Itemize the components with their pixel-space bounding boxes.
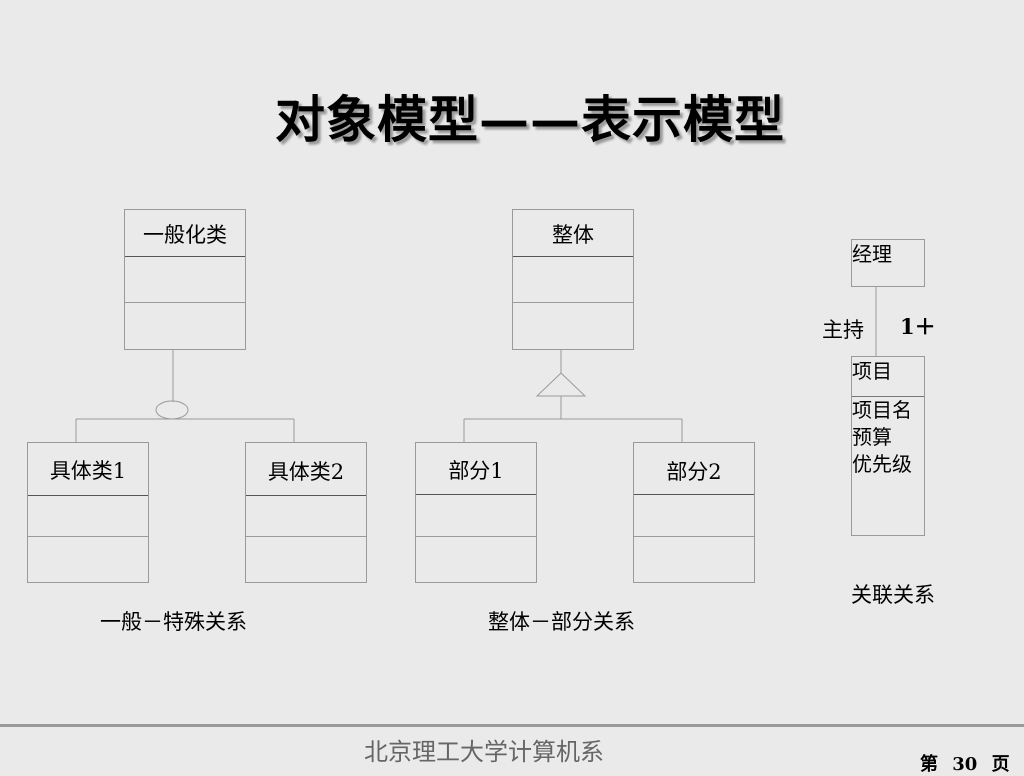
compartment-divider xyxy=(28,536,148,537)
class-name: 具体类2 xyxy=(246,443,366,496)
attribute-item: 优先级 xyxy=(852,452,912,476)
page-number: 30 xyxy=(952,754,978,775)
class-name: 经理 xyxy=(852,242,892,266)
class-box-part-1: 部分1 xyxy=(415,442,537,583)
class-name: 整体 xyxy=(513,210,633,257)
compartment-divider xyxy=(125,302,245,303)
compartment-divider xyxy=(416,536,536,537)
class-box-general: 一般化类 xyxy=(124,209,246,350)
compartment-divider xyxy=(246,536,366,537)
class-name: 项目 xyxy=(852,359,892,383)
class-name: 部分1 xyxy=(416,443,536,495)
class-box-concrete-2: 具体类2 xyxy=(245,442,367,583)
attribute-item: 预算 xyxy=(852,425,892,449)
caption-aggregation: 整体－部分关系 xyxy=(488,610,635,634)
class-name: 具体类1 xyxy=(28,443,148,496)
attribute-item: 项目名 xyxy=(852,398,912,422)
footer-divider xyxy=(0,724,1024,727)
class-name: 一般化类 xyxy=(125,210,245,257)
compartment-divider xyxy=(513,302,633,303)
class-box-part-2: 部分2 xyxy=(633,442,755,583)
page-number-label: 第 30 页 xyxy=(920,750,1010,776)
class-box-concrete-1: 具体类1 xyxy=(27,442,149,583)
page-suffix: 页 xyxy=(991,754,1010,775)
class-name: 部分2 xyxy=(634,443,754,495)
agg-triangle-marker xyxy=(535,372,587,397)
association-role: 主持 xyxy=(822,318,864,342)
caption-association: 关联关系 xyxy=(851,583,935,607)
class-box-manager: 经理 xyxy=(851,239,925,287)
caption-generalization: 一般－特殊关系 xyxy=(100,610,247,634)
compartment-divider xyxy=(634,536,754,537)
gen-ellipse-marker xyxy=(155,400,189,420)
slide-title: 对象模型——表示模型 xyxy=(275,90,785,149)
page-prefix: 第 xyxy=(920,754,938,775)
compartment-divider xyxy=(852,396,924,397)
attribute-list: 项目名 预算 优先级 xyxy=(852,397,912,478)
footer-institution: 北京理工大学计算机系 xyxy=(364,738,604,766)
association-multiplicity: 1＋ xyxy=(900,314,936,339)
class-box-project: 项目 项目名 预算 优先级 xyxy=(851,356,925,536)
class-box-whole: 整体 xyxy=(512,209,634,350)
